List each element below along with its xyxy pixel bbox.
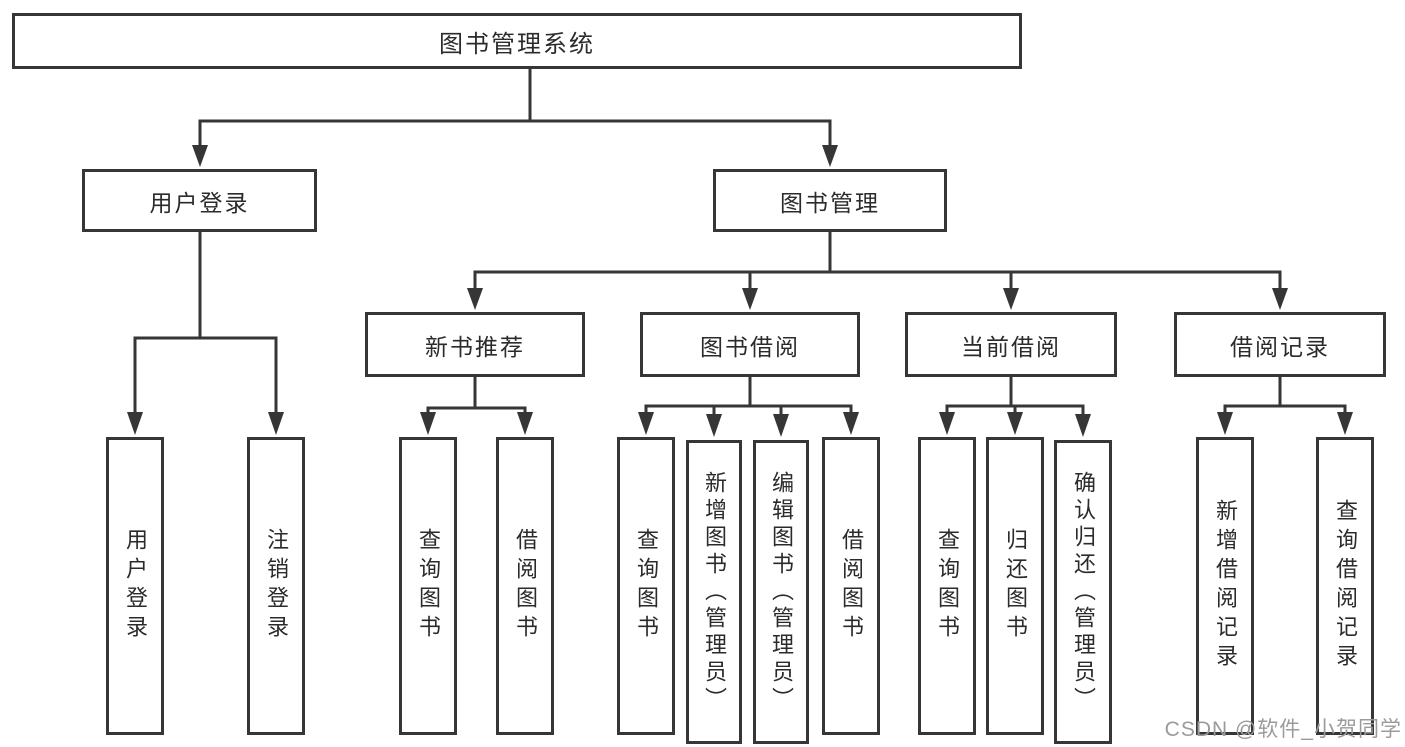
node-book-management: 图书管理 <box>713 169 947 232</box>
node-new-book-recommend: 新书推荐 <box>365 312 585 377</box>
leaf-confirm-return-admin-label: 确认归还（管理员） <box>1071 470 1096 714</box>
leaf-query-book-1: 查询图书 <box>399 437 457 735</box>
leaf-add-book-admin-label: 新增图书（管理员） <box>702 470 727 714</box>
connector-new-book-children <box>420 377 533 435</box>
leaf-borrow-book-1-label: 借阅图书 <box>513 528 538 644</box>
leaf-edit-book-admin: 编辑图书（管理员） <box>753 440 809 744</box>
leaf-add-borrow-record: 新增借阅记录 <box>1196 437 1254 735</box>
node-user-login: 用户登录 <box>82 169 317 232</box>
connector-root-to-level2 <box>192 69 838 167</box>
leaf-query-book-3-label: 查询图书 <box>935 528 960 644</box>
leaf-add-book-admin: 新增图书（管理员） <box>686 440 742 744</box>
leaf-user-login-label: 用户登录 <box>123 528 148 644</box>
leaf-edit-book-admin-label: 编辑图书（管理员） <box>769 470 794 714</box>
leaf-query-book-2: 查询图书 <box>617 437 675 735</box>
leaf-logout: 注销登录 <box>247 437 305 735</box>
leaf-confirm-return-admin: 确认归还（管理员） <box>1054 440 1112 744</box>
leaf-borrow-book-1: 借阅图书 <box>496 437 554 735</box>
leaf-user-login: 用户登录 <box>106 437 164 735</box>
node-current-borrow: 当前借阅 <box>905 312 1117 377</box>
leaf-logout-label: 注销登录 <box>264 528 289 644</box>
leaf-query-borrow-record: 查询借阅记录 <box>1316 437 1374 735</box>
node-book-borrow: 图书借阅 <box>640 312 860 377</box>
node-root: 图书管理系统 <box>12 13 1022 69</box>
node-borrow-record: 借阅记录 <box>1174 312 1386 377</box>
leaf-return-book-label: 归还图书 <box>1003 528 1028 644</box>
leaf-query-book-3: 查询图书 <box>918 437 976 735</box>
leaf-borrow-book-2-label: 借阅图书 <box>839 528 864 644</box>
connector-book-borrow-children <box>638 377 859 437</box>
csdn-watermark: CSDN @软件_小贺同学 <box>1164 718 1402 741</box>
connector-book-mgmt-children <box>467 232 1288 310</box>
leaf-query-borrow-record-label: 查询借阅记录 <box>1333 499 1358 673</box>
leaf-add-borrow-record-label: 新增借阅记录 <box>1213 499 1238 673</box>
leaf-borrow-book-2: 借阅图书 <box>822 437 880 735</box>
leaf-query-book-2-label: 查询图书 <box>634 528 659 644</box>
connector-user-login-children <box>127 232 284 435</box>
leaf-query-book-1-label: 查询图书 <box>416 528 441 644</box>
leaf-return-book: 归还图书 <box>986 437 1044 735</box>
connector-current-borrow-children <box>939 377 1091 437</box>
connector-borrow-record-children <box>1217 377 1353 435</box>
